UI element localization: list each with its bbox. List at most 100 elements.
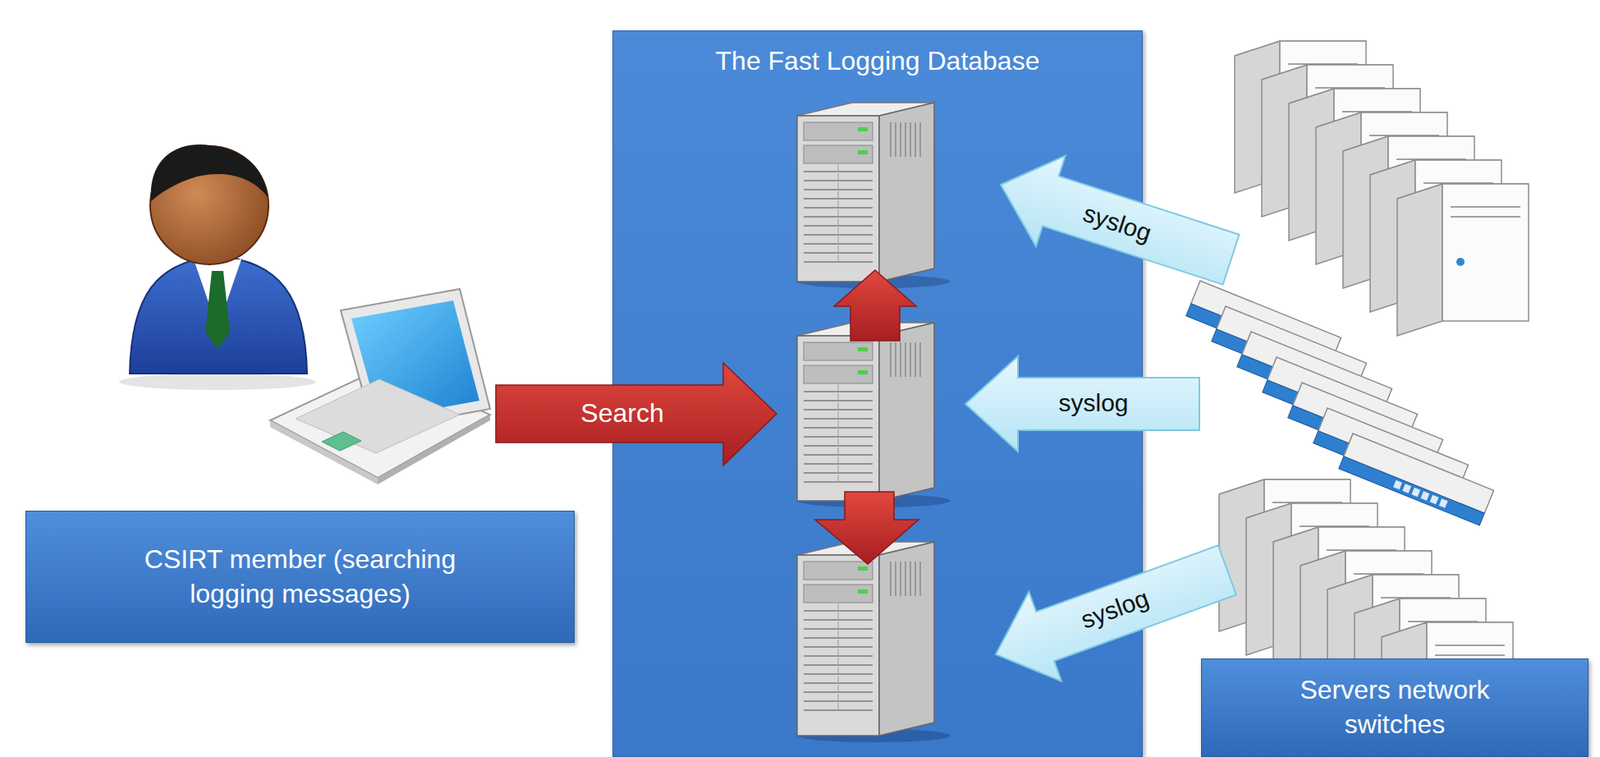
rack-bay-divider xyxy=(838,666,839,674)
rack-bay-divider xyxy=(838,675,839,684)
panel-title: The Fast Logging Database xyxy=(613,31,1142,77)
tower-bay xyxy=(1434,644,1505,647)
switch-port xyxy=(1439,498,1449,508)
rack-front xyxy=(797,554,880,736)
rack-bay-divider xyxy=(838,438,839,446)
tower-bay xyxy=(1450,206,1521,208)
rack-front xyxy=(797,335,880,501)
rack-bay-divider xyxy=(838,420,839,428)
rack-bay-divider xyxy=(838,648,839,656)
box-text: CSIRT member (searching logging messages… xyxy=(107,542,494,611)
rack-bay-divider xyxy=(838,245,839,253)
rack-bay-divider xyxy=(838,639,839,647)
rack-panel xyxy=(803,584,873,603)
rack-bay-divider xyxy=(838,621,839,629)
rack-bay-divider xyxy=(838,693,839,702)
label-box: Servers network switches xyxy=(1201,658,1589,757)
rack-vent xyxy=(889,561,892,596)
rack-vent xyxy=(904,122,907,157)
rack-bay-divider xyxy=(838,191,839,199)
rack-vent xyxy=(914,342,917,377)
rack-vent xyxy=(909,561,912,596)
rack-vent xyxy=(904,561,907,596)
laptop-icon xyxy=(270,288,491,485)
rack-vent xyxy=(909,342,912,377)
rack-vent xyxy=(914,561,917,596)
rack-led xyxy=(857,127,868,132)
rack-bay-divider xyxy=(838,612,839,620)
rack-bay-divider xyxy=(838,402,839,410)
rack-vent xyxy=(894,122,897,157)
arrow-label: syslog xyxy=(1058,390,1128,416)
rack-bay-divider xyxy=(838,447,839,455)
rack-vent xyxy=(899,561,902,596)
label-box: CSIRT member (searching logging messages… xyxy=(25,510,575,643)
syslog-arrow-shape xyxy=(985,139,1246,305)
tower-side xyxy=(1397,183,1443,336)
rack-vent xyxy=(904,342,907,377)
rack-bay-divider xyxy=(838,702,839,711)
rack-side xyxy=(879,322,935,501)
server-stacks xyxy=(1186,41,1529,757)
rack-panel xyxy=(803,122,873,141)
search-arrow xyxy=(495,362,777,466)
switch-icon xyxy=(1338,433,1495,526)
rack-led xyxy=(857,370,868,375)
rack-bay-divider xyxy=(838,384,839,392)
rack-led xyxy=(857,347,868,352)
rack-bay-divider xyxy=(838,227,839,235)
rack-bay-divider xyxy=(838,218,839,226)
rack-bay-divider xyxy=(838,684,839,693)
rack-led xyxy=(857,589,868,594)
rack-vent xyxy=(899,122,902,157)
rack-bay-divider xyxy=(838,254,839,262)
rack-bay-divider xyxy=(838,474,839,482)
person-icon xyxy=(119,144,317,390)
rack-bay-divider xyxy=(838,429,839,437)
rack-bay-divider xyxy=(838,630,839,638)
rack-bay-divider xyxy=(838,465,839,473)
switch-front xyxy=(1338,456,1486,526)
rack-bay-divider xyxy=(838,456,839,464)
tower-bay xyxy=(1450,215,1521,218)
syslog-arrow xyxy=(965,356,1200,452)
rack-front xyxy=(797,115,880,282)
rack-panel xyxy=(803,342,873,361)
rack-vent xyxy=(894,561,897,596)
rack-bay-divider xyxy=(838,657,839,665)
rack-bay-divider xyxy=(838,603,839,611)
rack-side xyxy=(879,541,935,736)
rack-bay-divider xyxy=(838,173,839,181)
rack-vent xyxy=(914,122,917,157)
rack-vent xyxy=(889,122,892,157)
rack-vent xyxy=(919,561,922,596)
rack-vent xyxy=(894,342,897,377)
syslog-arrow-shape xyxy=(965,356,1200,452)
rack-bay-divider xyxy=(838,209,839,217)
replication-arrow-down xyxy=(815,491,919,564)
switch-port xyxy=(1402,483,1412,493)
syslog-arrow xyxy=(985,139,1246,305)
rack-bay-divider xyxy=(838,411,839,419)
rack-panel xyxy=(803,145,873,164)
switch-port xyxy=(1430,495,1440,505)
tower-led xyxy=(1456,257,1465,266)
rack-led xyxy=(857,150,868,155)
switch-port xyxy=(1411,487,1421,497)
rack-vent xyxy=(899,342,902,377)
rack-vent xyxy=(919,342,922,377)
rack-vent xyxy=(889,342,892,377)
rack-side xyxy=(879,102,935,282)
rack-bay-divider xyxy=(838,182,839,190)
rack-bay-divider xyxy=(838,164,839,172)
panel-art xyxy=(495,102,1246,743)
tower-front xyxy=(1442,183,1529,321)
switch-port xyxy=(1421,490,1431,500)
rack-vent xyxy=(919,122,922,157)
rack-panel xyxy=(803,365,873,384)
rack-led xyxy=(857,566,868,571)
box-text: Servers network switches xyxy=(1271,673,1518,742)
replication-arrow-up xyxy=(834,270,917,341)
tower-bay xyxy=(1434,654,1505,656)
rack-panel xyxy=(803,561,873,580)
